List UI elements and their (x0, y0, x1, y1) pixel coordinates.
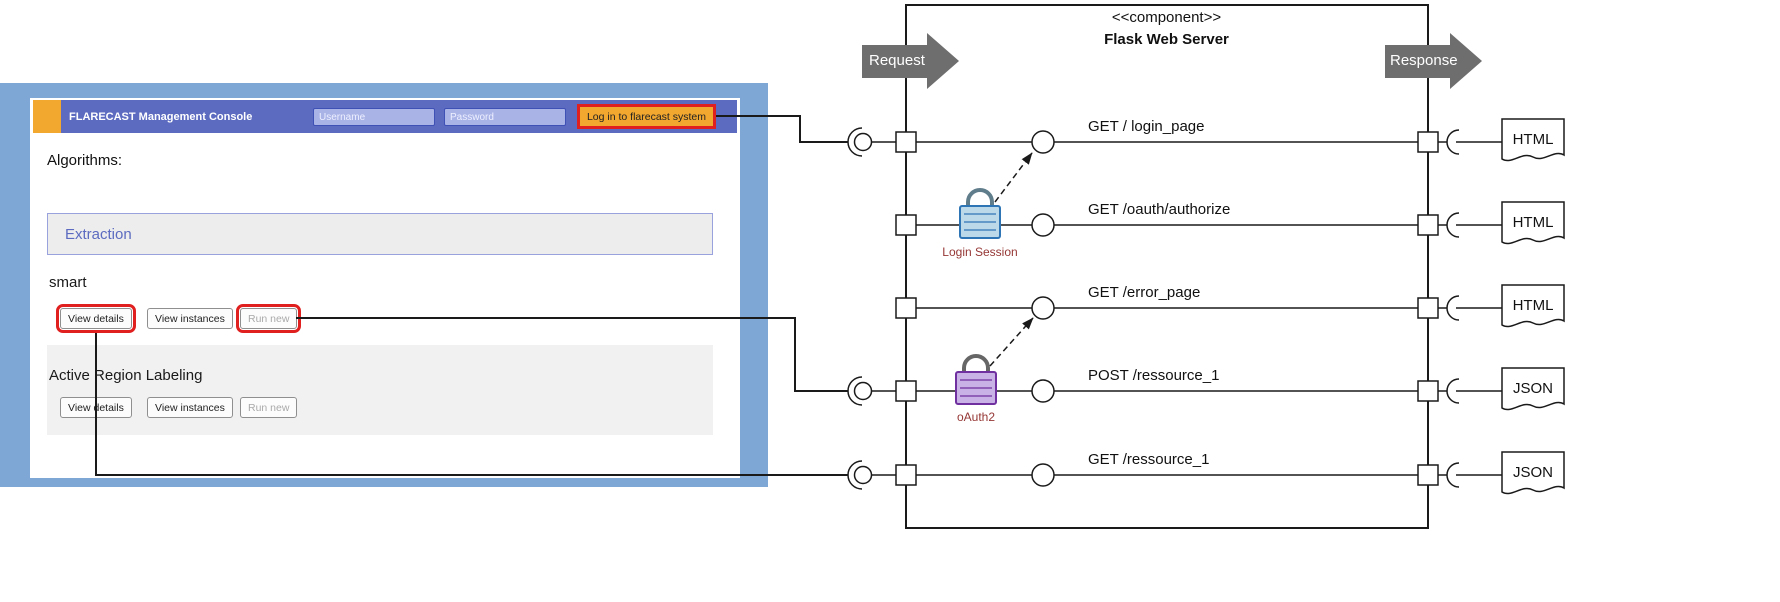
lollipop-interface-icon (1031, 213, 1055, 237)
endpoint-label-get-ressource-1: GET /ressource_1 (1088, 451, 1210, 468)
endpoint-label-login-page: GET / login_page (1088, 118, 1205, 135)
provided-ball-icon (853, 381, 873, 401)
port-square (1417, 297, 1439, 319)
console-logo (33, 100, 61, 133)
socket-icon (1446, 129, 1460, 155)
run-new-button-arl[interactable]: Run new (240, 397, 298, 418)
port-square (1417, 131, 1439, 153)
lollipop-interface-icon (1031, 130, 1055, 154)
password-input[interactable] (444, 108, 566, 126)
login-session-lock-icon (959, 152, 1033, 239)
extraction-section-header[interactable]: Extraction (47, 213, 713, 255)
endpoint-row-1 (847, 118, 1565, 162)
view-instances-button-smart[interactable]: View instances (147, 308, 233, 329)
component-box (905, 4, 1429, 529)
algorithm-name-smart: smart (49, 274, 87, 291)
port-square (895, 464, 917, 486)
endpoint-row-3 (895, 284, 1565, 328)
output-doc-label: JSON (1512, 380, 1553, 397)
provided-ball-icon (853, 132, 873, 152)
console-header: FLARECAST Management Console Log in to f… (33, 100, 737, 133)
view-details-button-smart[interactable]: View details (56, 304, 136, 333)
output-doc-label: JSON (1512, 464, 1553, 481)
lollipop-interface-icon (1031, 379, 1055, 403)
port-square (895, 214, 917, 236)
port-square (895, 131, 917, 153)
response-label: Response (1390, 52, 1458, 69)
lollipop-interface-icon (1031, 463, 1055, 487)
port-square (1417, 464, 1439, 486)
socket-icon (1446, 295, 1460, 321)
endpoint-label-error-page: GET /error_page (1088, 284, 1201, 301)
login-button[interactable]: Log in to flarecast system (577, 104, 716, 129)
output-doc-label: HTML (1512, 214, 1554, 231)
extraction-section-title: Extraction (65, 226, 132, 243)
component-stereotype: <<component>> (1111, 9, 1222, 26)
username-input[interactable] (313, 108, 435, 126)
output-doc-label: HTML (1512, 131, 1554, 148)
oauth2-lock-icon (955, 317, 1034, 405)
required-socket-icon (847, 127, 863, 157)
run-new-button-smart[interactable]: Run new (235, 304, 302, 333)
socket-icon (1446, 212, 1460, 238)
endpoint-label-oauth-authorize: GET /oauth/authorize (1088, 201, 1231, 218)
lollipop-interface-icon (1031, 296, 1055, 320)
output-doc-label: HTML (1512, 297, 1554, 314)
algorithms-heading: Algorithms: (47, 152, 123, 169)
oauth2-label: oAuth2 (956, 410, 996, 424)
port-square (1417, 214, 1439, 236)
endpoint-label-post-ressource-1: POST /ressource_1 (1088, 367, 1220, 384)
provided-ball-icon (853, 465, 873, 485)
console-title: FLARECAST Management Console (69, 111, 253, 123)
algorithm-row-active-region-labeling: Active Region Labeling View details View… (47, 345, 713, 435)
socket-icon (1446, 378, 1460, 404)
login-session-dependency-arrow (994, 152, 1033, 203)
request-label: Request (869, 52, 925, 69)
port-square (1417, 380, 1439, 402)
console-window: FLARECAST Management Console Log in to f… (30, 98, 740, 478)
port-square (895, 297, 917, 319)
console-frame: FLARECAST Management Console Log in to f… (0, 83, 768, 487)
view-instances-button-arl[interactable]: View instances (147, 397, 233, 418)
required-socket-icon (847, 376, 863, 406)
component-name: Flask Web Server (1104, 31, 1229, 48)
required-socket-icon (847, 460, 863, 490)
oauth2-dependency-arrow (989, 317, 1034, 367)
algorithm-name-active-region-labeling: Active Region Labeling (49, 367, 203, 384)
login-session-label: Login Session (942, 245, 1018, 259)
view-details-button-arl[interactable]: View details (60, 397, 132, 418)
port-square (895, 380, 917, 402)
socket-icon (1446, 462, 1460, 488)
